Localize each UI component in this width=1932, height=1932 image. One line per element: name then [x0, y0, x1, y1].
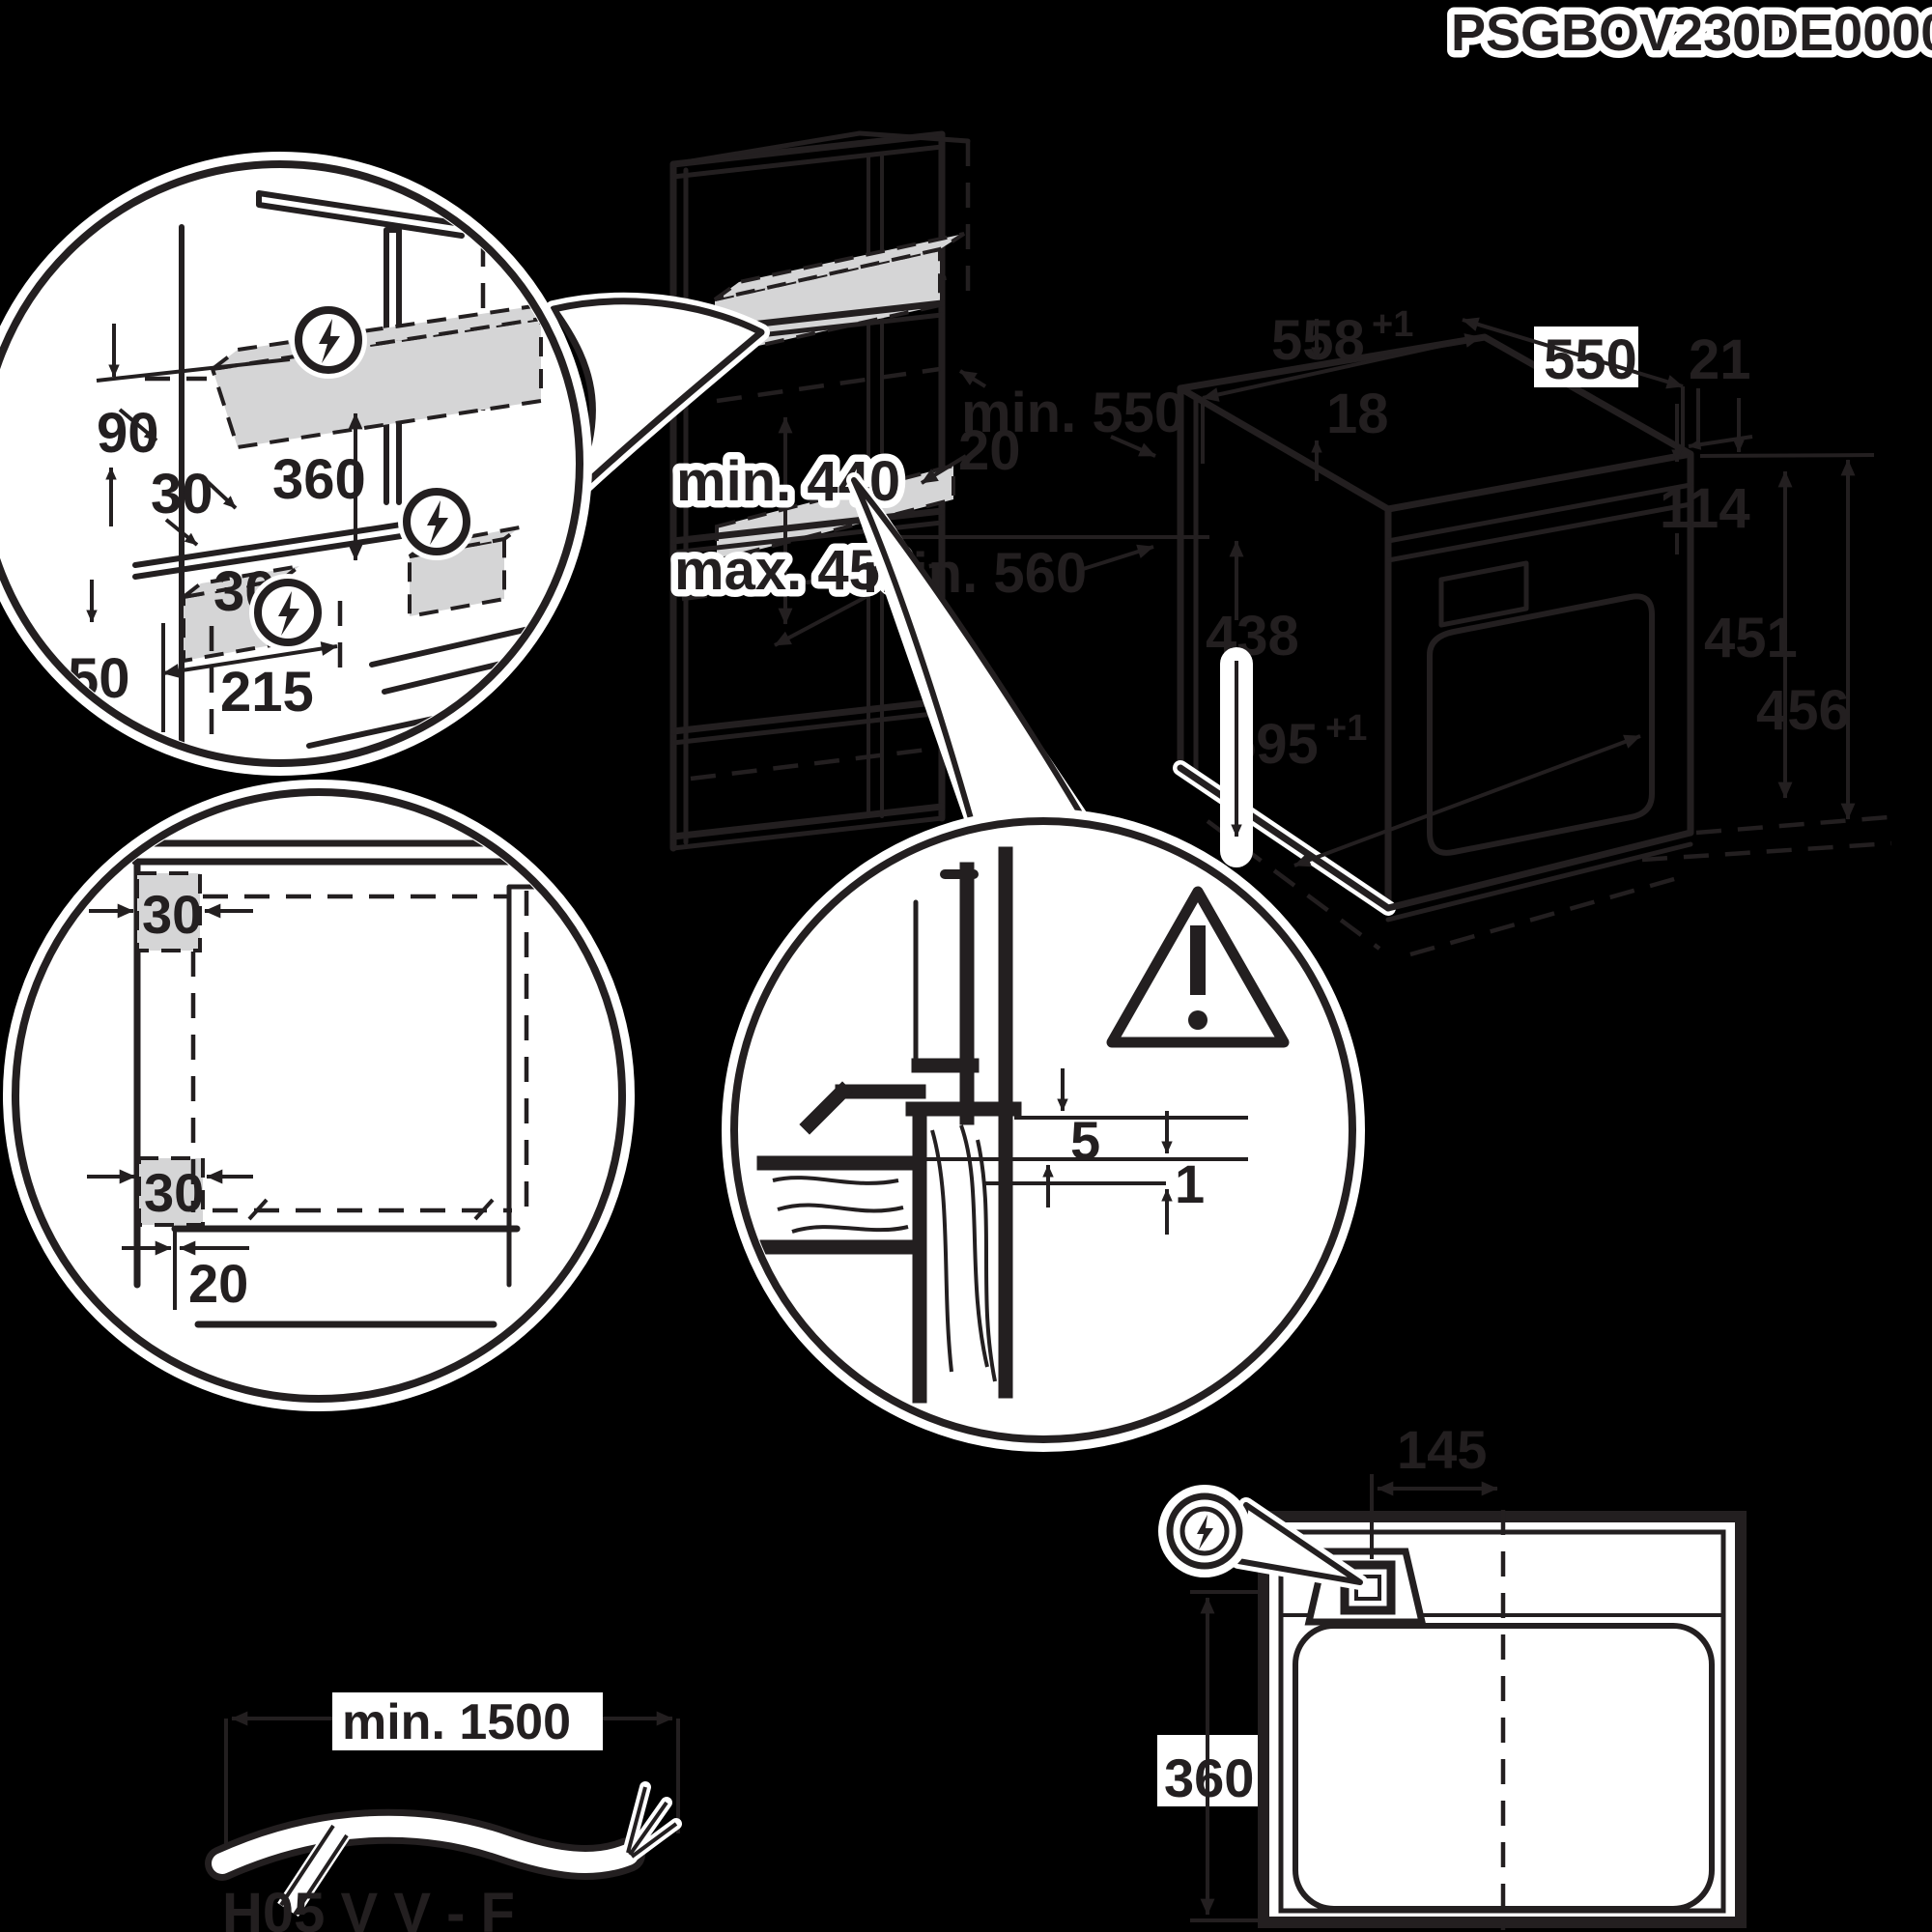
wood-grain	[772, 1124, 997, 1382]
detail-circle-front-corner: 30 30 20	[3, 780, 635, 1411]
dim-18: 18	[1326, 383, 1389, 445]
oven-display	[1438, 560, 1529, 628]
detail-circle-worktop-gap: 5 1	[722, 809, 1365, 1452]
dim-595-tol: +1	[1325, 708, 1367, 749]
electric-bolt-icon	[249, 574, 327, 651]
dim-360: 360	[272, 448, 366, 511]
cable-cut-mark	[277, 1823, 351, 1918]
dim-min-550: min. 550	[961, 382, 1185, 444]
dim-min-1500: min. 1500	[342, 1694, 571, 1750]
dim-558-tol: +1	[1372, 304, 1413, 345]
connection-zone-lower	[715, 463, 955, 563]
warning-triangle-icon	[1106, 886, 1290, 1048]
connection-zone-upper-top	[713, 232, 966, 301]
dim-30-front-top: 30	[142, 884, 202, 945]
connection-zone-upper	[713, 246, 942, 358]
dim-gap-20: 20	[958, 419, 1021, 482]
zone-upper-3d	[210, 316, 543, 450]
dim-20-front: 20	[188, 1253, 248, 1314]
detail-circle-side-section: 90 30 360 30 50 215	[0, 152, 592, 776]
doc-code: PSGBOV230DE00001	[1451, 4, 1932, 62]
dim-30-top: 30	[151, 463, 213, 526]
dim-30-front-bottom: 30	[144, 1162, 204, 1223]
electric-bolt-icon	[290, 301, 367, 379]
oven-3d: 558 +1 550 21 18 114 451 456 595 +1 438	[1173, 304, 1902, 957]
fixing-zone-top	[135, 871, 202, 952]
dim-1: 1	[1175, 1153, 1205, 1214]
power-cable: min. 1500 H05 V V - F	[205, 1692, 682, 1932]
dim-145: 145	[1397, 1419, 1487, 1480]
oven-top-view: 145 360	[1157, 1419, 1747, 1930]
electric-bolt-callout	[1158, 1485, 1368, 1590]
cable-wires	[626, 1786, 678, 1859]
dim-114: 114	[1660, 477, 1750, 540]
electric-bolt-icon	[398, 483, 475, 560]
electric-bolt-icon	[1179, 1506, 1230, 1556]
dim-215: 215	[220, 661, 314, 724]
dim-456: 456	[1756, 679, 1850, 742]
dim-5: 5	[1070, 1110, 1100, 1171]
cable-type-label: H05 V V - F	[222, 1882, 515, 1932]
dim-360-topview: 360	[1164, 1747, 1254, 1808]
dim-438: 438	[1206, 605, 1299, 668]
dim-21: 21	[1689, 328, 1751, 391]
dim-90: 90	[97, 402, 159, 465]
dim-550: 550	[1544, 328, 1637, 391]
dim-1500-box	[332, 1692, 603, 1750]
